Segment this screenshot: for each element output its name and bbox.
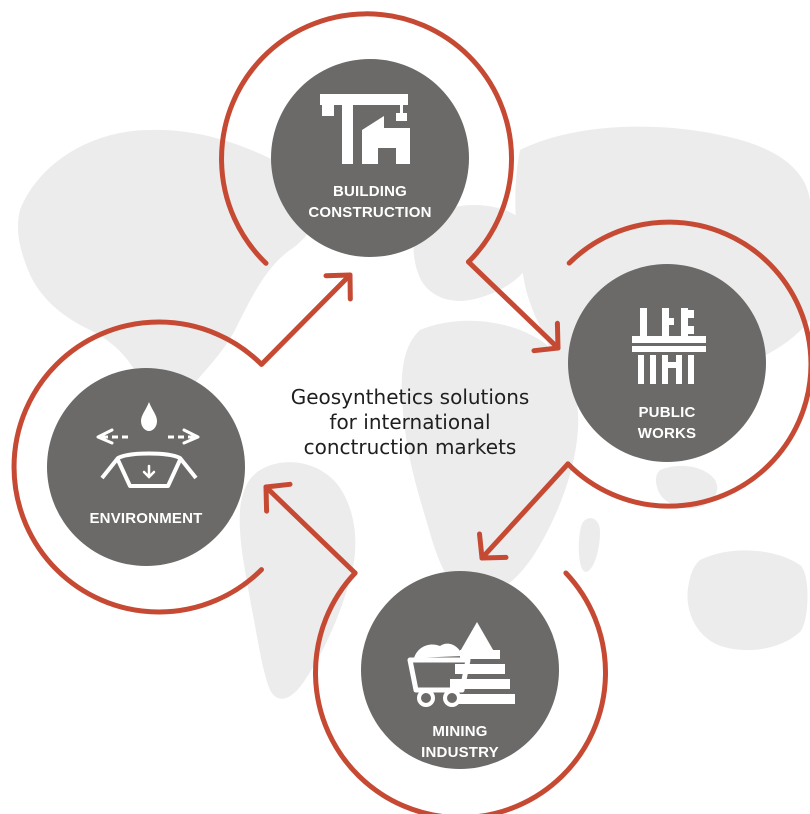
ring-arc-public-works <box>565 219 810 509</box>
building-label-line2: CONSTRUCTION <box>308 204 432 221</box>
mining-label-line1: MINING <box>432 723 488 740</box>
mine-cart-icon <box>407 622 515 707</box>
node-label-mining: MINING INDUSTRY <box>380 721 540 763</box>
ring-arc-environment <box>11 319 264 615</box>
public-works-label-line2: WORKS <box>637 425 697 442</box>
ring-arc-building <box>219 11 514 266</box>
bridge-icon <box>632 308 706 384</box>
public-works-label-line1: PUBLIC <box>638 404 696 421</box>
ring-arc-mining <box>313 570 608 814</box>
center-caption: Geosynthetics solutions for internationa… <box>255 385 565 460</box>
arrow-mining-to-environment <box>263 481 358 576</box>
crane-building-icon <box>320 94 410 164</box>
node-label-environment: ENVIRONMENT <box>56 508 236 529</box>
node-circle-environment <box>47 368 245 566</box>
center-caption-line2: for international <box>329 410 491 434</box>
mining-label-line2: INDUSTRY <box>421 744 499 761</box>
water-basin-icon <box>96 402 200 488</box>
environment-label-line1: ENVIRONMENT <box>89 510 203 527</box>
building-label-line1: BUILDING <box>332 183 408 200</box>
node-label-building: BUILDING CONSTRUCTION <box>270 181 470 223</box>
center-caption-line1: Geosynthetics solutions <box>290 385 530 409</box>
arrow-building-to-public-works <box>466 259 561 354</box>
center-caption-line3: conctruction markets <box>303 435 517 459</box>
arrow-public-works-to-mining <box>477 461 571 561</box>
node-label-public-works: PUBLIC WORKS <box>587 402 747 444</box>
arrow-environment-to-building <box>259 272 353 367</box>
